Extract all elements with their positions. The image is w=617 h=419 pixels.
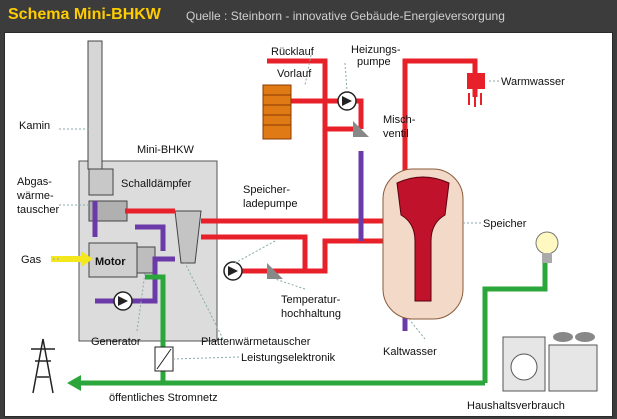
label-vorlauf: Vorlauf <box>277 68 312 80</box>
temperature-valve <box>267 263 283 279</box>
label-mini-bhkw: Mini-BHKW <box>137 144 194 156</box>
label-mischventil-2: ventil <box>383 128 409 140</box>
washing-machine <box>502 336 546 392</box>
label-kamin: Kamin <box>19 120 50 132</box>
leader-lines <box>51 54 499 360</box>
power-electronics-symbol <box>156 348 172 370</box>
light-bulb <box>535 231 559 263</box>
title-bar: Schema Mini-BHKW Quelle : Steinborn - in… <box>0 0 617 32</box>
storage-tank <box>382 168 464 320</box>
label-stromnetz: öffentliches Stromnetz <box>109 392 218 404</box>
radiator <box>262 84 292 140</box>
bhkw-schematic: Rücklauf Vorlauf Heizungs- pumpe Warmwas… <box>16 40 598 412</box>
label-leistungselektronik: Leistungselektronik <box>241 352 336 364</box>
source-caption: Quelle : Steinborn - innovative Gebäude-… <box>186 9 505 23</box>
label-generator: Generator <box>91 336 141 348</box>
label-abgas-3: tauscher <box>17 204 60 216</box>
label-mischventil-1: Misch- <box>383 114 416 126</box>
shower-head <box>467 73 485 107</box>
storage-load-pump-arrow <box>228 266 238 276</box>
diagram-title: Schema Mini-BHKW <box>8 6 161 23</box>
grid-arrow <box>67 375 81 391</box>
label-ruecklauf: Rücklauf <box>271 46 315 58</box>
stove <box>548 332 598 392</box>
muffler <box>88 168 114 196</box>
label-temperatur-1: Temperatur- <box>281 294 341 306</box>
heating-pump-arrow <box>342 96 352 106</box>
label-plattenwaermetauscher: Plattenwärmetauscher <box>201 336 311 348</box>
label-speicherladepumpe-2: ladepumpe <box>243 198 297 210</box>
motor <box>88 242 138 278</box>
chimney <box>87 40 103 170</box>
label-warmwasser: Warmwasser <box>501 76 565 88</box>
label-abgas-1: Abgas- <box>17 176 52 188</box>
label-speicher: Speicher <box>483 218 527 230</box>
power-pylon <box>31 338 55 394</box>
label-abgas-2: wärme- <box>16 190 54 202</box>
label-motor: Motor <box>95 256 126 268</box>
label-heizungspumpe-1: Heizungs- <box>351 44 401 56</box>
power-line <box>77 263 548 386</box>
generator-block <box>136 246 156 274</box>
label-gas: Gas <box>21 254 42 266</box>
gas-arrow <box>51 251 93 267</box>
label-haushaltsverbrauch: Haushaltsverbrauch <box>467 400 565 412</box>
label-heizungspumpe-2: pumpe <box>357 56 391 68</box>
label-temperatur-2: hochhaltung <box>281 308 341 320</box>
label-schalldaempfer: Schalldämpfer <box>121 178 192 190</box>
unit-pump-arrow <box>118 296 128 306</box>
plate-heat-exchanger <box>174 210 202 264</box>
diagram-panel: Rücklauf Vorlauf Heizungs- pumpe Warmwas… <box>4 32 613 417</box>
label-kaltwasser: Kaltwasser <box>383 346 437 358</box>
label-speicherladepumpe-1: Speicher- <box>243 184 290 196</box>
mixing-valve <box>353 121 369 137</box>
